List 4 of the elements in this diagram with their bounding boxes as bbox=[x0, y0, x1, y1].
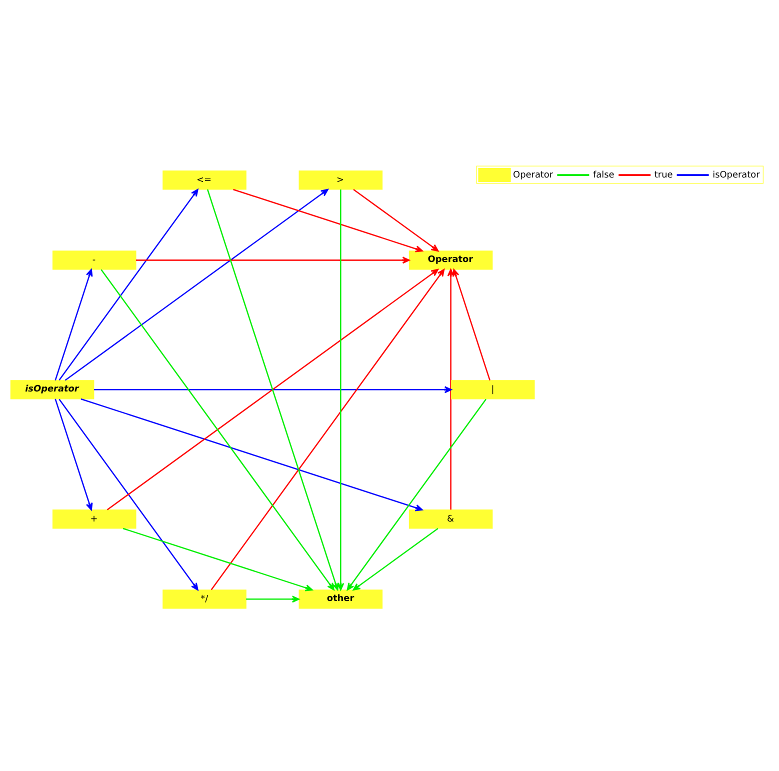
legend-label: isOperator bbox=[712, 170, 760, 180]
legend-label: Operator bbox=[513, 170, 554, 180]
legend-label: true bbox=[654, 170, 673, 180]
legend-label: false bbox=[593, 170, 614, 180]
